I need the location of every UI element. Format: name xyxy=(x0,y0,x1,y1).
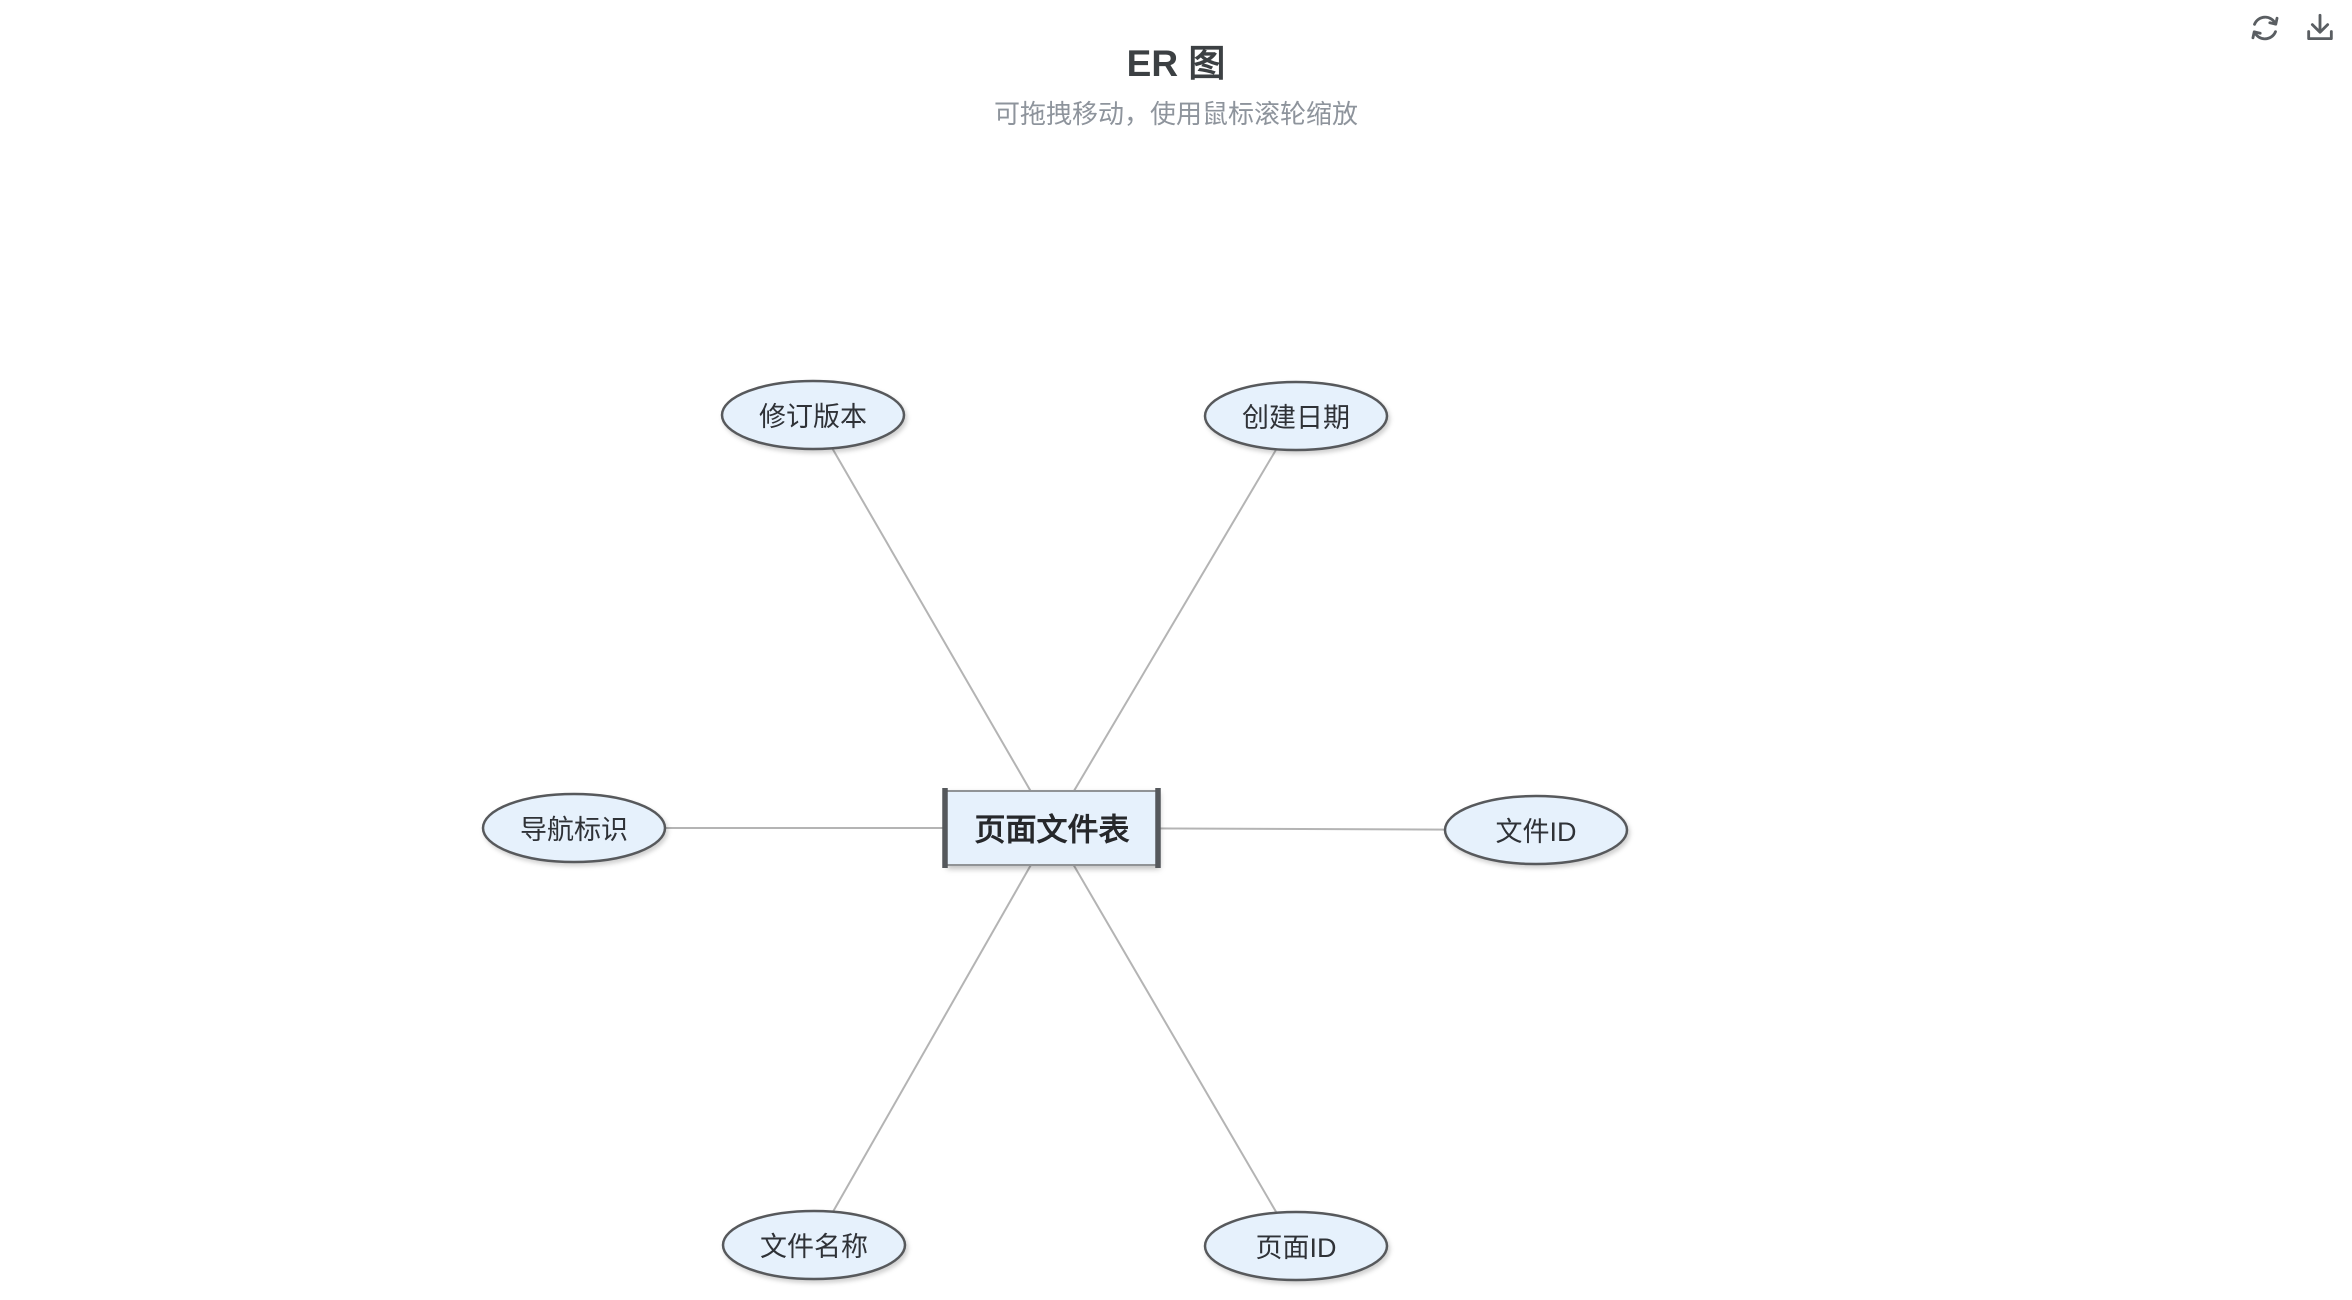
entity-node[interactable]: 页面文件表 xyxy=(942,788,1161,868)
attribute-label: 创建日期 xyxy=(1242,403,1350,433)
attribute-ellipse[interactable] xyxy=(481,792,667,864)
download-button[interactable] xyxy=(2301,10,2339,48)
attribute-ellipse[interactable] xyxy=(1203,1210,1389,1282)
refresh-button[interactable] xyxy=(2246,10,2284,48)
toolbar xyxy=(2246,10,2339,48)
attribute-node-create-date[interactable]: 创建日期 xyxy=(1203,380,1389,452)
edge xyxy=(1051,415,1297,829)
attribute-label: 导航标识 xyxy=(520,815,628,845)
entity-label: 页面文件表 xyxy=(975,813,1130,848)
attribute-label: 页面ID xyxy=(1256,1233,1337,1263)
attribute-node-page-id[interactable]: 页面ID xyxy=(1203,1210,1389,1282)
attribute-label: 文件ID xyxy=(1496,817,1577,847)
edge xyxy=(812,414,1053,829)
attribute-ellipse[interactable] xyxy=(720,379,906,451)
attribute-label: 文件名称 xyxy=(760,1232,868,1262)
edge xyxy=(813,827,1053,1246)
attribute-node-file-id[interactable]: 文件ID xyxy=(1443,794,1629,866)
attribute-ellipse[interactable] xyxy=(721,1209,907,1281)
attribute-node-nav-id[interactable]: 导航标识 xyxy=(481,792,667,864)
attribute-node-file-name[interactable]: 文件名称 xyxy=(721,1209,907,1281)
edge xyxy=(1051,827,1297,1247)
attribute-label: 修订版本 xyxy=(759,402,867,432)
attribute-ellipse[interactable] xyxy=(1443,794,1629,866)
attribute-node-revision[interactable]: 修订版本 xyxy=(720,379,906,451)
download-icon xyxy=(2303,11,2337,48)
attribute-ellipse[interactable] xyxy=(1203,380,1389,452)
refresh-icon xyxy=(2248,11,2282,48)
entity-rect[interactable] xyxy=(945,790,1158,866)
